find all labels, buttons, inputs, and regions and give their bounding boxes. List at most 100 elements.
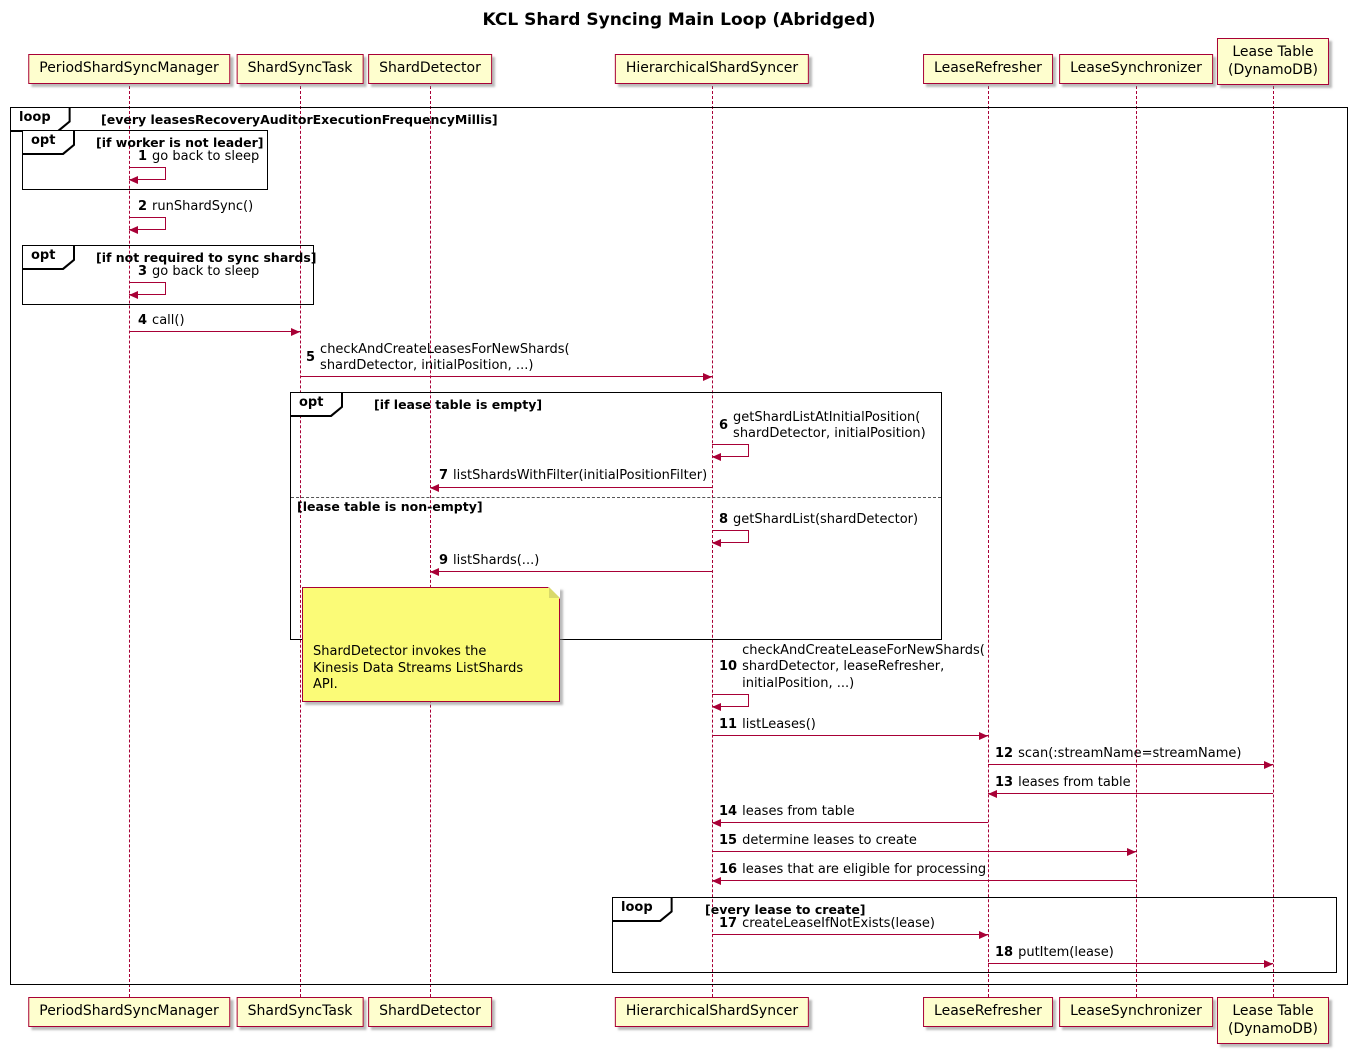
message-number: 13: [995, 775, 1014, 790]
message-label-9: 9 listShards(...): [439, 553, 539, 569]
participant-leasetable-bottom: Lease Table (DynamoDB): [1216, 997, 1330, 1044]
message-arrow-18: [988, 959, 1273, 968]
lifeline-leaserefresher: [988, 86, 989, 997]
participant-hierarchicalshardsyncer-top: HierarchicalShardSyncer: [614, 54, 810, 84]
message-text: createLeaseIfNotExists(lease): [742, 916, 935, 931]
message-number: 14: [719, 804, 738, 819]
frame-opt-lease-table: opt [if lease table is empty]: [290, 392, 942, 640]
self-message-arrow-6: [712, 444, 749, 461]
message-number: 9: [439, 553, 449, 568]
message-number: 1: [138, 149, 148, 164]
message-label-15: 15 determine leases to create: [719, 833, 917, 849]
message-label-3: 3 go back to sleep: [138, 264, 259, 280]
message-text: getShardListAtInitialPosition( shardDete…: [733, 410, 926, 442]
message-text: leases from table: [1018, 775, 1131, 790]
note-fold-icon: [549, 587, 560, 598]
note-text: ShardDetector invokes the Kinesis Data S…: [313, 643, 524, 693]
message-label-6: 6 getShardListAtInitialPosition( shardDe…: [719, 410, 926, 443]
message-label-14: 14 leases from table: [719, 804, 855, 820]
message-arrow-15: [712, 847, 1136, 856]
message-arrow-4: [129, 327, 300, 336]
message-arrow-12: [988, 760, 1273, 769]
participant-leasesynchronizer-top: LeaseSynchronizer: [1059, 54, 1213, 84]
message-text: listShardsWithFilter(initialPositionFilt…: [453, 468, 708, 483]
message-text: go back to sleep: [152, 264, 260, 279]
message-text: checkAndCreateLeaseForNewShards( shardDe…: [742, 643, 985, 691]
message-arrow-16: [712, 876, 1136, 885]
message-arrow-17: [712, 930, 988, 939]
message-number: 11: [719, 717, 738, 732]
message-text: scan(:streamName=streamName): [1018, 746, 1242, 761]
message-arrow-5: [300, 372, 712, 381]
message-label-11: 11 listLeases(): [719, 717, 816, 733]
participant-shardsynctask-top: ShardSyncTask: [236, 54, 364, 84]
opt-lease-else-condition: [lease table is non-empty]: [297, 499, 483, 514]
message-number: 4: [138, 313, 148, 328]
frame-opt-worker-tab: opt: [22, 130, 76, 156]
lifeline-sharddetector: [430, 86, 431, 997]
frame-outer-loop: loop [every leasesRecoveryAuditorExecuti…: [10, 107, 1348, 985]
message-label-16: 16 leases that are eligible for processi…: [719, 862, 986, 878]
message-number: 8: [719, 512, 729, 527]
frame-inner-loop: loop [every lease to create]: [612, 897, 1337, 973]
frame-keyword: opt: [291, 393, 341, 415]
message-label-10: 10 checkAndCreateLeaseForNewShards( shar…: [719, 643, 985, 692]
self-message-arrow-3: [129, 282, 166, 299]
message-arrow-9: [430, 567, 712, 576]
message-number: 6: [719, 418, 729, 434]
message-label-1: 1 go back to sleep: [138, 149, 259, 165]
frame-opt-worker: opt [if worker is not leader]: [22, 130, 268, 190]
lifeline-leasetable: [1273, 86, 1274, 997]
participant-periodshardsyncmanager-bottom: PeriodShardSyncManager: [28, 997, 230, 1027]
frame-opt-sync-tab: opt: [22, 245, 76, 271]
message-number: 12: [995, 746, 1014, 761]
message-label-2: 2 runShardSync(): [138, 199, 253, 215]
message-arrow-13: [988, 789, 1273, 798]
frame-keyword: loop: [11, 108, 69, 130]
frame-outer-loop-tab: loop: [10, 107, 71, 133]
message-number: 16: [719, 862, 738, 877]
message-number: 7: [439, 468, 449, 483]
note-sharddetector-listshards: ShardDetector invokes the Kinesis Data S…: [302, 587, 560, 703]
participant-hierarchicalshardsyncer-bottom: HierarchicalShardSyncer: [614, 997, 810, 1027]
participant-sharddetector-top: ShardDetector: [368, 54, 492, 84]
self-message-arrow-8: [712, 530, 749, 547]
frame-opt-lease-table-condition: [if lease table is empty]: [374, 397, 543, 412]
frame-outer-loop-condition: [every leasesRecoveryAuditorExecutionFre…: [101, 112, 498, 127]
participant-shardsynctask-bottom: ShardSyncTask: [236, 997, 364, 1027]
message-text: call(): [152, 313, 185, 328]
frame-opt-sync: opt [if not required to sync shards]: [22, 245, 317, 305]
participant-leasesynchronizer-bottom: LeaseSynchronizer: [1059, 997, 1213, 1027]
lifeline-leasesynchronizer: [1136, 86, 1137, 997]
frame-keyword: opt: [23, 131, 73, 153]
opt-lease-else-divider: [291, 497, 941, 498]
message-number: 5: [306, 350, 316, 366]
message-text: go back to sleep: [152, 149, 260, 164]
self-message-arrow-2: [129, 217, 166, 234]
participant-periodshardsyncmanager-top: PeriodShardSyncManager: [28, 54, 230, 84]
frame-inner-loop-tab: loop: [612, 897, 673, 923]
lifeline-periodshardsyncmanager: [129, 86, 130, 997]
self-message-arrow-10: [712, 694, 749, 711]
message-text: putItem(lease): [1018, 945, 1114, 960]
message-number: 18: [995, 945, 1014, 960]
message-text: determine leases to create: [742, 833, 917, 848]
message-number: 17: [719, 916, 738, 931]
frame-keyword: loop: [613, 898, 671, 920]
message-text: checkAndCreateLeasesForNewShards( shardD…: [320, 342, 570, 374]
message-number: 15: [719, 833, 738, 848]
message-text: listLeases(): [742, 717, 816, 732]
message-text: leases from table: [742, 804, 855, 819]
participant-leaserefresher-top: LeaseRefresher: [923, 54, 1053, 84]
message-label-17: 17 createLeaseIfNotExists(lease): [719, 916, 935, 932]
message-number: 10: [719, 659, 738, 675]
message-arrow-7: [430, 483, 712, 492]
message-text: leases that are eligible for processing: [742, 862, 987, 877]
frame-opt-worker-condition: [if worker is not leader]: [96, 135, 264, 150]
frame-opt-lease-table-tab: opt: [290, 392, 344, 418]
message-label-4: 4 call(): [138, 313, 185, 329]
message-arrow-14: [712, 818, 988, 827]
message-label-5: 5 checkAndCreateLeasesForNewShards( shar…: [306, 342, 570, 375]
self-message-arrow-1: [129, 167, 166, 184]
